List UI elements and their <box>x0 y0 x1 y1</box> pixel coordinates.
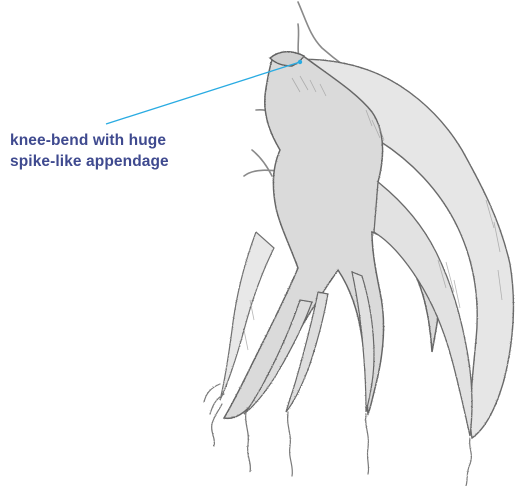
annotation-line-1: knee-bend with huge <box>10 130 230 151</box>
specimen-body <box>204 52 513 486</box>
annotation-line-2: spike-like appendage <box>10 151 230 172</box>
leader-dot <box>298 60 302 64</box>
annotation-label: knee-bend with huge spike-like appendage <box>10 130 230 172</box>
